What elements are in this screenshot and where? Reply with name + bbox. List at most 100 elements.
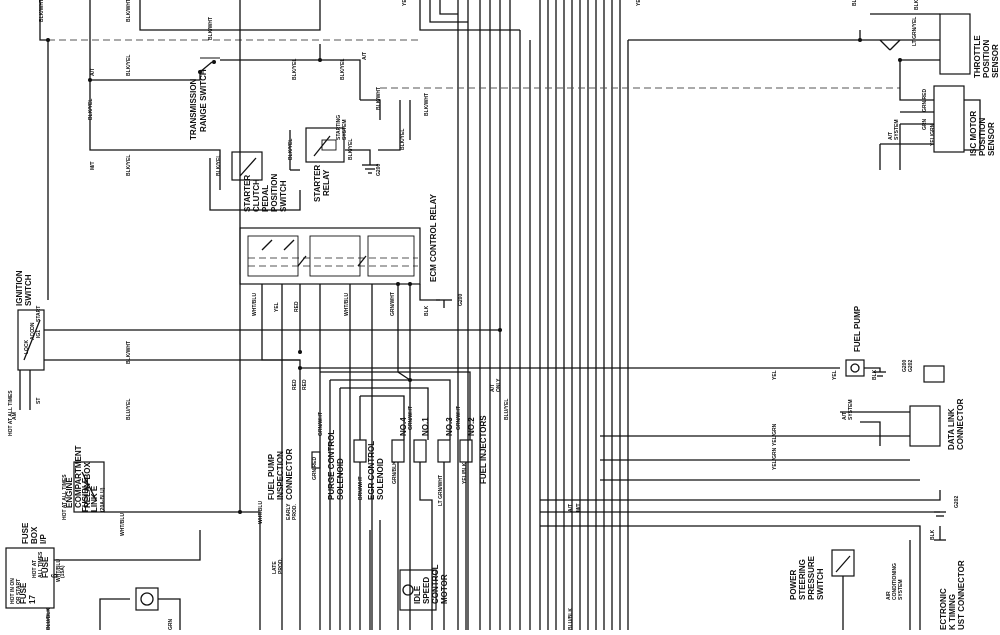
svg-text:GRN/WHT: GRN/WHT <box>456 406 462 430</box>
svg-text:YEL: YEL <box>772 370 778 380</box>
svg-text:A/T: A/T <box>568 504 574 512</box>
svg-text:BLK/YEL: BLK/YEL <box>292 59 298 80</box>
svg-text:YEL/GRN: YEL/GRN <box>772 423 778 446</box>
svg-text:WHT/BLU: WHT/BLU <box>258 501 264 524</box>
idle-speed-motor: IDLE SPEED CONTROL MOTOR <box>399 562 449 611</box>
svg-text:GRN/RED: GRN/RED <box>312 457 318 480</box>
svg-text:A/T ONLY: A/T ONLY <box>490 378 502 392</box>
svg-text:G200 G202: G200 G202 <box>902 358 914 372</box>
svg-text:RED: RED <box>294 301 300 312</box>
svg-text:YEL: YEL <box>274 302 280 312</box>
starter-clutch-switch: STARTER CLUTCH PEDAL POSITION SWITCH <box>231 151 288 212</box>
svg-text:THROTTLE POSITION: THROTTLE POSITION SENSOR <box>973 33 1000 78</box>
svg-text:BRN/WHT: BRN/WHT <box>358 476 364 500</box>
svg-text:AM: AM <box>12 412 18 420</box>
svg-text:POWER STEERING PRE: POWER STEERING PRESSURE SWITCH <box>789 554 825 600</box>
injector-section: FUEL PUMP INSPECTION CONNECTOR PURGE CON… <box>267 371 488 630</box>
svg-text:YEL: YEL <box>402 0 408 6</box>
svg-text:WHT/BLU: WHT/BLU <box>252 293 258 316</box>
starter-relay: STARTER RELAY <box>305 127 345 202</box>
svg-text:GRN/WHT: GRN/WHT <box>408 406 414 430</box>
svg-text:BLU/YEL: BLU/YEL <box>126 399 132 420</box>
wire-labels: BLK/WHT BLK/WHT BLK/WHT BLK/YEL BLK/YEL … <box>39 0 936 630</box>
svg-text:ISC MOTOR POSITION: ISC MOTOR POSITION SENSOR <box>969 109 996 156</box>
svg-text:WHT/BLU: WHT/BLU <box>56 559 62 582</box>
svg-text:HOT IN ON OR START: HOT IN ON OR START <box>10 577 22 604</box>
svg-text:BLK/YEL: BLK/YEL <box>126 155 132 176</box>
svg-text:BLK: BLK <box>930 529 936 540</box>
bottom-left-fragment <box>99 587 181 630</box>
svg-text:GRN/WHT: GRN/WHT <box>390 292 396 316</box>
svg-text:BLK/YEL: BLK/YEL <box>340 59 346 80</box>
svg-text:STARTER CLUTCH PED: STARTER CLUTCH PEDAL POSITION SWITCH <box>243 172 288 212</box>
svg-text:BLK/WHT: BLK/WHT <box>126 0 132 22</box>
svg-text:FUEL PUMP INSPECTION: FUEL PUMP INSPECTION CONNECTOR <box>267 448 294 500</box>
svg-text:BLK/WHT: BLK/WHT <box>39 0 45 22</box>
svg-text:A/T SYSTEM: A/T SYSTEM <box>842 399 854 420</box>
svg-text:GRN: GRN <box>922 119 928 131</box>
svg-text:YEL/BLK: YEL/BLK <box>462 462 468 484</box>
svg-text:GRN/RED: GRN/RED <box>922 89 928 112</box>
svg-text:FUEL PUMP: FUEL PUMP <box>853 305 862 352</box>
svg-text:LT GRN/YEL: LT GRN/YEL <box>912 17 918 46</box>
svg-text:BLK/WHT: BLK/WHT <box>126 341 132 364</box>
svg-text:DATA LINK CONNECTOR: DATA LINK CONNECTOR <box>947 398 965 450</box>
svg-text:LATE PROD.: LATE PROD. <box>272 558 284 574</box>
timing-connector: ECTRONIC K TIMING UST CONNECTOR <box>939 560 966 630</box>
svg-text:ENGINE COMPARTMENT: ENGINE COMPARTMENT RELAY BOX <box>65 443 92 508</box>
svg-text:BLK: BLK <box>914 0 920 10</box>
top-left-wiring <box>39 0 411 300</box>
svg-text:GRN/BLK: GRN/BLK <box>392 461 398 484</box>
svg-text:AIR CONDITIONING S: AIR CONDITIONING SYSTEM <box>886 562 904 600</box>
svg-text:IGNITION SWITCH: IGNITION SWITCH <box>15 268 33 306</box>
relay-box: ENGINE COMPARTMENT RELAY BOX FUSIBLE LIN… <box>62 0 261 630</box>
svg-text:FUSE BOX I/P: FUSE BOX I/P <box>21 520 48 544</box>
svg-text:IDLE SPEED CONTROL: IDLE SPEED CONTROL MOTOR <box>413 562 449 604</box>
svg-text:RED: RED <box>292 379 298 390</box>
lower-right-wiring: G202 <box>540 490 960 630</box>
svg-text:G200: G200 <box>458 294 464 306</box>
svg-text:LT GRN/WHT: LT GRN/WHT <box>438 475 444 506</box>
svg-text:YEL/GRN: YEL/GRN <box>772 447 778 470</box>
svg-text:EARLY PROD.: EARLY PROD. <box>286 502 298 520</box>
svg-text:G202: G202 <box>954 496 960 508</box>
svg-text:LOCK: LOCK <box>24 339 30 354</box>
svg-text:M/T: M/T <box>90 161 96 170</box>
ignition-switch: IGNITION SWITCH LOCK ACC ON START ST IG1… <box>8 268 500 436</box>
svg-text:BLK/YEL: BLK/YEL <box>400 129 406 150</box>
svg-text:BLU/BLK: BLU/BLK <box>568 608 574 630</box>
svg-text:GRN: GRN <box>168 619 174 631</box>
svg-text:BLK: BLK <box>852 0 858 6</box>
svg-text:NO.2: NO.2 <box>467 417 476 436</box>
power-steering-switch: POWER STEERING PRESSURE SWITCH AIR CONDI… <box>789 549 904 630</box>
svg-text:ECM CONTROL RELAY: ECM CONTROL RELAY <box>429 193 438 282</box>
svg-text:YEL/GRN: YEL/GRN <box>930 123 936 146</box>
svg-text:START: START <box>36 306 42 322</box>
svg-text:BLK/WHT: BLK/WHT <box>208 17 214 40</box>
svg-text:G200: G200 <box>376 164 382 176</box>
svg-text:M/T: M/T <box>576 503 582 512</box>
svg-text:A/T: A/T <box>90 68 96 76</box>
transmission-range-switch: TRANSMISSION RANGE SWITCH <box>189 57 220 140</box>
svg-text:STARTER RELAY: STARTER RELAY <box>313 163 331 202</box>
svg-text:NO.1: NO.1 <box>421 417 430 436</box>
svg-text:GRN/WHT: GRN/WHT <box>318 412 324 436</box>
svg-text:STARTING SYSTEM: STARTING SYSTEM <box>336 113 348 140</box>
svg-text:FUSE 6 (15A): FUSE 6 (15A) <box>41 554 66 578</box>
svg-text:FUSIBLE LINK E (20: FUSIBLE LINK E (20A-BLU) <box>81 476 106 512</box>
throttle-position-sensor: THROTTLE POSITION SENSOR <box>860 13 1000 78</box>
svg-text:ST: ST <box>36 398 42 404</box>
svg-text:FUSE 17: FUSE 17 <box>19 580 37 604</box>
dashed-lines <box>48 39 900 267</box>
ecm-control-relay: ECM CONTROL RELAY G200 <box>239 193 464 630</box>
svg-text:WHT/BLU: WHT/BLU <box>120 513 126 536</box>
svg-text:ECTRONIC K TIMING: ECTRONIC K TIMING UST CONNECTOR <box>939 560 966 630</box>
svg-text:ACC: ACC <box>30 329 36 340</box>
svg-text:A/T SYSTEM: A/T SYSTEM <box>888 119 900 140</box>
svg-text:BLK/YEL: BLK/YEL <box>88 99 94 120</box>
svg-text:BLK: BLK <box>424 305 430 316</box>
svg-text:IG1: IG1 <box>36 330 42 338</box>
fuse-box: FUSE BOX I/P HOT IN ON OR START FUSE 17 … <box>5 520 201 630</box>
svg-text:YEL: YEL <box>636 0 642 6</box>
